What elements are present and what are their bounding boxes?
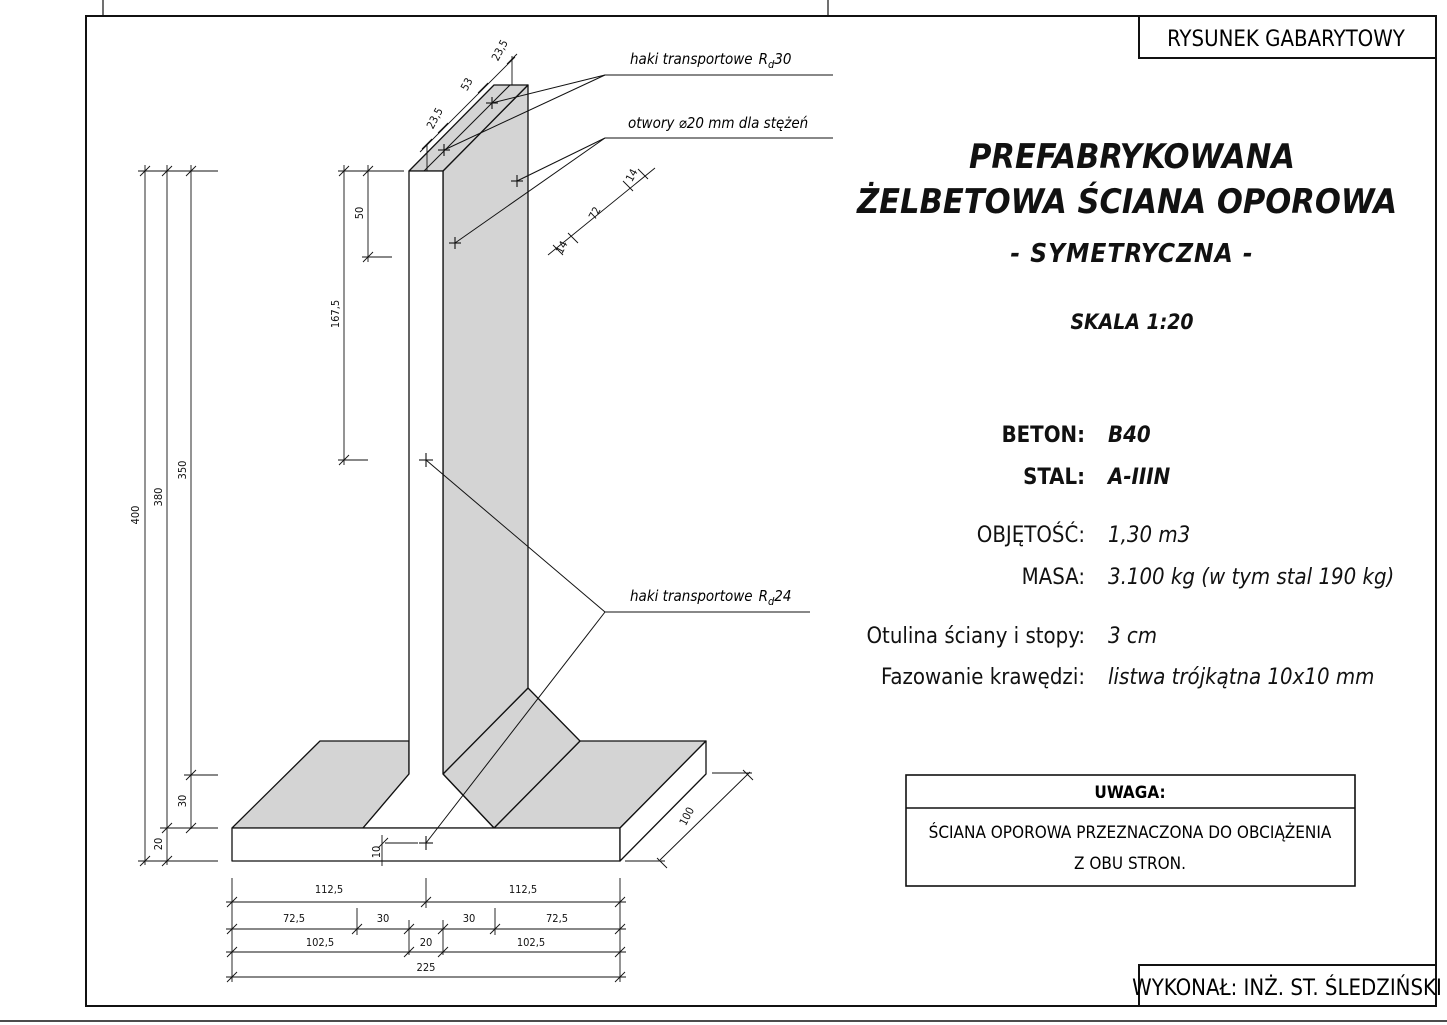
dim-72-5-right: 72,5 bbox=[546, 912, 568, 925]
specs-table: BETON: B40 STAL: A-IIIN OBJĘTOŚĆ: 1,30 m… bbox=[866, 423, 1394, 690]
dim-225: 225 bbox=[417, 961, 436, 974]
title-block: PREFABRYKOWANA ŻELBETOWA ŚCIANA OPOROWA … bbox=[856, 137, 1397, 334]
leader-lines bbox=[425, 74, 833, 844]
title-line-2: ŻELBETOWA ŚCIANA OPOROWA bbox=[856, 181, 1397, 222]
dim-30-right: 30 bbox=[463, 912, 476, 925]
retaining-wall-drawing bbox=[231, 84, 707, 862]
dim-base-100: 100 bbox=[677, 805, 697, 828]
base-end-face bbox=[619, 740, 707, 862]
dim-102-5-left: 102,5 bbox=[306, 936, 334, 949]
dim-top-23-5-b: 23,5 bbox=[489, 38, 511, 64]
scale-label: SKALA 1:20 bbox=[1070, 310, 1193, 334]
dim-72-5-left: 72,5 bbox=[283, 912, 305, 925]
dim-112-5-right: 112,5 bbox=[509, 883, 537, 896]
note-line-1: ŚCIANA OPOROWA PRZEZNACZONA DO OBCIĄŻENI… bbox=[929, 821, 1332, 843]
note-heading: UWAGA: bbox=[1094, 783, 1165, 803]
dim-30-left: 30 bbox=[377, 912, 390, 925]
dimension-lines bbox=[138, 53, 754, 983]
spec-value-objetosc: 1,30 m3 bbox=[1108, 523, 1190, 548]
header-box: RYSUNEK GABARYTOWY bbox=[1138, 15, 1437, 59]
note-box: UWAGA: ŚCIANA OPOROWA PRZEZNACZONA DO OB… bbox=[905, 774, 1356, 887]
footer-label: WYKONAŁ: INŻ. ST. ŚLEDZIŃSKI bbox=[1132, 975, 1442, 1001]
holes-label: otwory ⌀20 mm dla stężeń bbox=[628, 114, 808, 132]
dim-20-horizontal: 20 bbox=[420, 936, 433, 949]
spec-value-fazowanie: listwa trójkątna 10x10 mm bbox=[1108, 665, 1374, 690]
note-line-2: Z OBU STRON. bbox=[1074, 854, 1186, 874]
subtitle: - SYMETRYCZNA - bbox=[1010, 239, 1253, 269]
dim-20-vertical: 20 bbox=[152, 838, 165, 851]
title-line-1: PREFABRYKOWANA bbox=[969, 137, 1295, 177]
dim-380: 380 bbox=[152, 488, 165, 507]
spec-label-objetosc: OBJĘTOŚĆ: bbox=[977, 522, 1085, 548]
wall-side-face bbox=[442, 84, 529, 775]
dim-30-vertical: 30 bbox=[176, 795, 189, 808]
spec-label-beton: BETON: bbox=[1002, 423, 1085, 448]
drawing-frame bbox=[85, 15, 1437, 1007]
spec-label-stal: STAL: bbox=[1023, 465, 1085, 490]
dim-50: 50 bbox=[353, 207, 366, 220]
spec-value-masa: 3.100 kg (w tym stal 190 kg) bbox=[1108, 565, 1394, 590]
dim-350: 350 bbox=[176, 461, 189, 480]
dim-side-14-a: 14 bbox=[553, 239, 570, 256]
dim-167-5: 167,5 bbox=[329, 300, 342, 328]
dim-10: 10 bbox=[370, 846, 383, 859]
spec-value-stal: A-IIIN bbox=[1106, 465, 1171, 490]
dim-102-5-right: 102,5 bbox=[517, 936, 545, 949]
header-label: RYSUNEK GABARYTOWY bbox=[1167, 27, 1406, 52]
dim-side-72: 72 bbox=[586, 205, 603, 222]
dim-top-23-5-a: 23,5 bbox=[424, 106, 446, 132]
dim-top-53: 53 bbox=[458, 76, 475, 93]
dim-400: 400 bbox=[129, 506, 142, 525]
spec-value-beton: B40 bbox=[1108, 423, 1151, 448]
spec-label-fazowanie: Fazowanie krawędzi: bbox=[881, 665, 1085, 690]
spec-label-masa: MASA: bbox=[1022, 565, 1085, 590]
spec-value-otulina: 3 cm bbox=[1108, 624, 1157, 649]
spec-label-otulina: Otulina ściany i stopy: bbox=[866, 624, 1085, 649]
footer-box: WYKONAŁ: INŻ. ST. ŚLEDZIŃSKI bbox=[1132, 964, 1442, 1007]
dim-side-14-b: 14 bbox=[623, 167, 640, 184]
dim-112-5-left: 112,5 bbox=[315, 883, 343, 896]
